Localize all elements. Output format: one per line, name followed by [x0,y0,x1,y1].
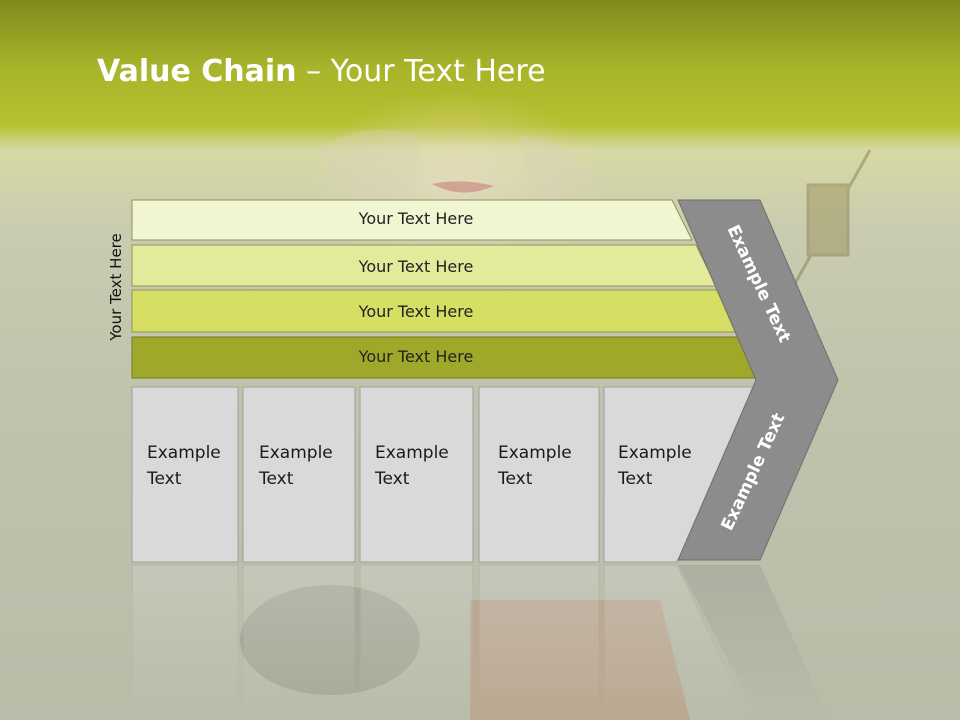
column-4-line2: Text [498,469,533,489]
slide-title: Value Chain – Your Text Here [97,54,546,89]
column-4-line1: Example [498,443,572,463]
bar-4-label: Your Text Here [358,347,474,366]
column-3 [359,386,474,563]
column-4 [478,386,600,563]
column-1 [131,386,239,563]
title-bold: Value Chain [97,54,297,89]
bar-3-label: Your Text Here [358,302,474,321]
chevron-arrow [677,199,839,561]
column-2-line1: Example [259,443,333,463]
column-5-line2: Text [618,469,653,489]
bar-2-label: Your Text Here [358,257,474,276]
column-2-line2: Text [259,469,294,489]
column-1-line1: Example [147,443,221,463]
bar-1-label: Your Text Here [358,209,474,228]
column-5 [603,386,762,563]
column-3-line2: Text [375,469,410,489]
column-2 [242,386,356,563]
column-1-line2: Text [147,469,182,489]
bar-1 [131,199,693,241]
column-3-line1: Example [375,443,449,463]
title-rest: – Your Text Here [296,54,546,89]
column-5-line1: Example [618,443,692,463]
